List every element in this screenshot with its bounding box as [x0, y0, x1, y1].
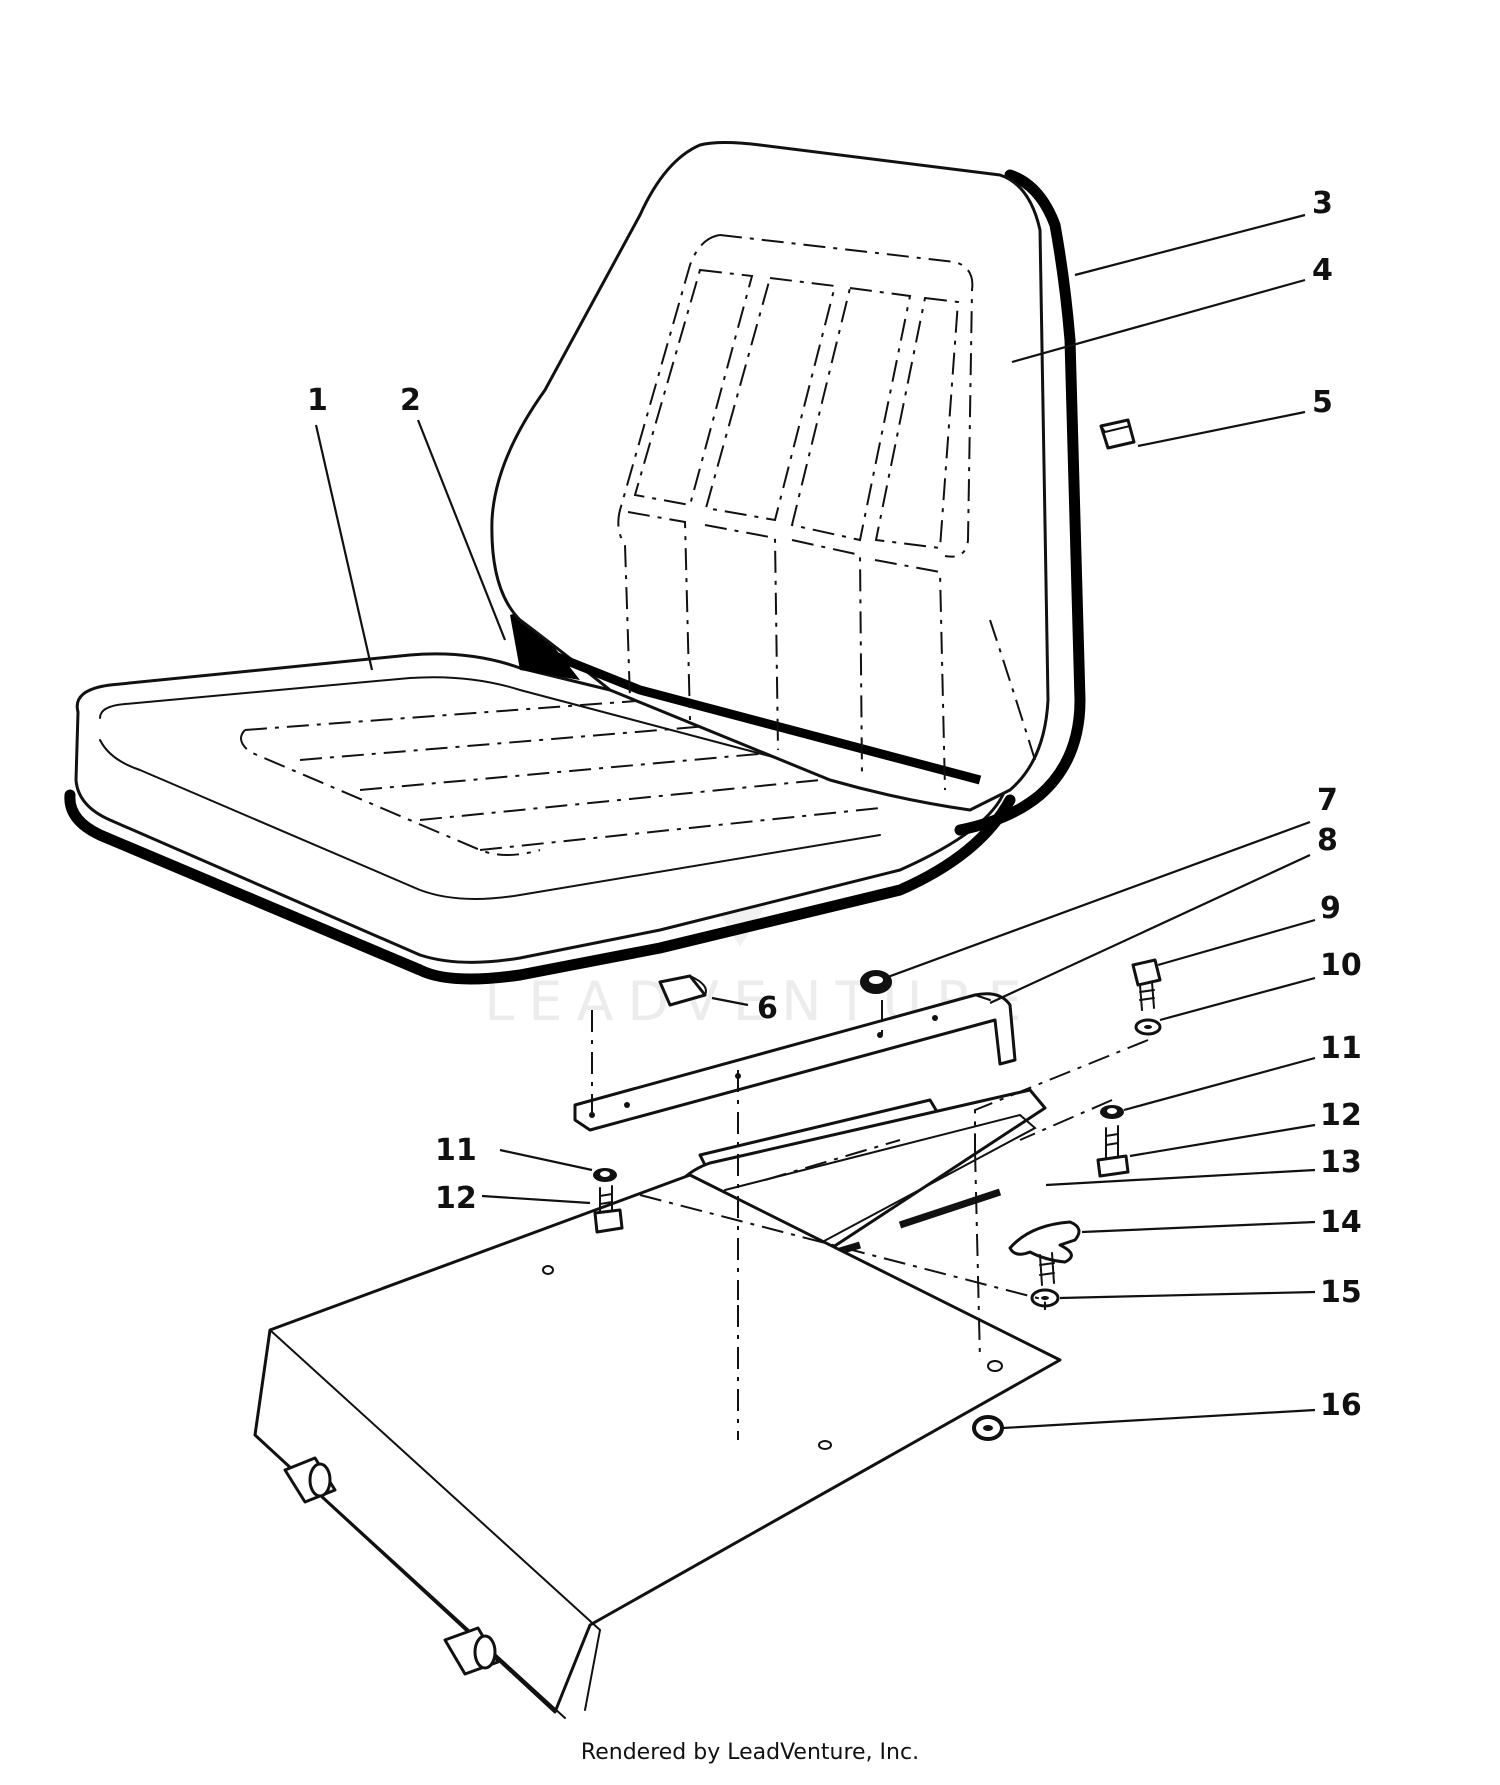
callout-7: 7	[1317, 783, 1338, 818]
render-credit: Rendered by LeadVenture, Inc.	[580, 1740, 920, 1765]
wing-knob-part-14	[1008, 1220, 1081, 1286]
callout-labels: 1 2 3 4 5 6 7 8 9 10 11 11 12 12 13 14 1…	[307, 186, 1362, 1423]
assembly-center-lines	[591, 1000, 1149, 1440]
bolt-part-12-left	[593, 1185, 624, 1234]
callout-2: 2	[400, 383, 421, 418]
callout-15: 15	[1320, 1275, 1362, 1310]
callout-8: 8	[1317, 823, 1338, 858]
nut-part-7	[860, 970, 892, 994]
bolt-part-9	[1131, 958, 1162, 1011]
bolt-part-12-right	[1096, 1125, 1130, 1178]
callout-5: 5	[1312, 385, 1333, 420]
callout-16: 16	[1320, 1388, 1362, 1423]
callout-3: 3	[1312, 186, 1333, 221]
callout-12-left: 12	[435, 1181, 477, 1216]
seat-back	[490, 141, 1086, 836]
callout-9: 9	[1320, 891, 1341, 926]
clip-part-5	[1099, 418, 1136, 450]
callout-6: 6	[757, 991, 778, 1026]
callout-13: 13	[1320, 1145, 1362, 1180]
callout-4: 4	[1312, 253, 1333, 288]
leader-lines	[314, 213, 1316, 1430]
lock-washer-part-11-right	[1100, 1105, 1124, 1119]
callout-10: 10	[1320, 948, 1362, 983]
bracket-part-8	[573, 992, 1017, 1132]
washer-part-10	[1134, 1018, 1162, 1036]
lock-washer-part-11-left	[593, 1168, 617, 1182]
mount-base-plate	[253, 1173, 1062, 1719]
callout-11-left: 11	[435, 1133, 477, 1168]
callout-12-right: 12	[1320, 1098, 1362, 1133]
nut-part-16	[972, 1415, 1004, 1441]
callout-1: 1	[307, 383, 328, 418]
clip-part-6	[658, 974, 707, 1007]
callout-11-right: 11	[1320, 1031, 1362, 1066]
callout-14: 14	[1320, 1205, 1362, 1240]
